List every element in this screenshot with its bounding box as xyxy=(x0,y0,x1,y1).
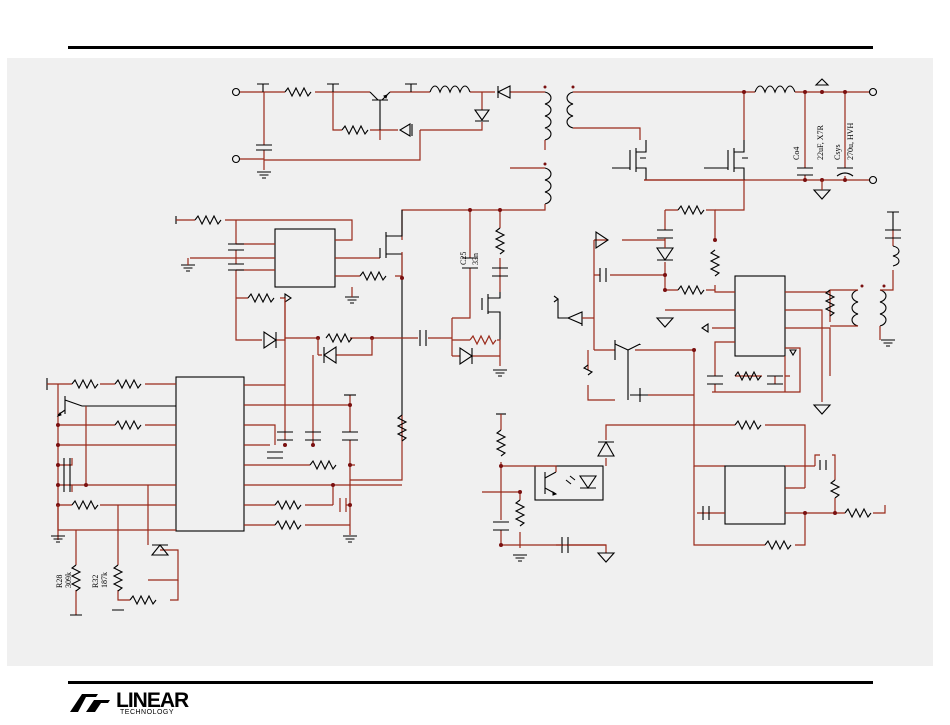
input-terminal-plus xyxy=(233,89,240,96)
sync-controller-ic xyxy=(735,276,785,356)
clamp-mosfet xyxy=(482,292,500,340)
transformer xyxy=(402,86,755,241)
error-amp-ic xyxy=(725,466,785,524)
r28-ref-label: R28 xyxy=(55,575,64,588)
r32-resistor xyxy=(114,565,122,591)
sync-bjt xyxy=(615,340,640,400)
co4-ref-label: Co4 xyxy=(792,147,801,160)
input-bjt xyxy=(58,396,176,415)
startup-resistor xyxy=(342,126,368,134)
feedback-diode xyxy=(598,442,614,456)
feedback-diode-top xyxy=(400,124,412,136)
lt-logo-icon xyxy=(68,690,112,716)
output-flag-icon xyxy=(816,79,828,85)
main-switch-mosfet xyxy=(380,210,402,440)
feedback-section xyxy=(482,414,885,562)
sync-mosfet-2 xyxy=(704,140,744,180)
input-capacitor xyxy=(256,145,272,150)
output-terminal-plus xyxy=(870,89,877,96)
input-section xyxy=(233,84,547,178)
controller-ic xyxy=(176,377,244,531)
clamp-diode xyxy=(475,110,489,121)
sync-diode-3 xyxy=(630,388,648,402)
primary-winding xyxy=(545,92,551,140)
co4-value-label: 22uF, X7R xyxy=(816,124,825,160)
secondary-winding xyxy=(567,92,573,128)
gate-diode xyxy=(324,347,336,363)
r28-resistor xyxy=(72,565,80,591)
co4-capacitor xyxy=(797,168,813,175)
r32-value-label: 187k xyxy=(100,572,109,588)
sync-mosfet-1 xyxy=(612,140,646,180)
csys-ref-label: Csys xyxy=(833,144,842,160)
input-terminal-minus xyxy=(233,156,240,163)
footer-rule xyxy=(68,681,873,684)
input-inductor xyxy=(430,86,470,92)
output-terminal-minus xyxy=(870,177,877,184)
clamp-diode-2 xyxy=(460,348,472,364)
sync-diode-1 xyxy=(657,248,673,260)
logo-subtitle: TECHNOLOGY xyxy=(120,709,174,716)
linear-technology-logo: LINEAR TECHNOLOGY xyxy=(68,690,178,718)
c25-value-label: 33n xyxy=(471,253,480,265)
input-resistor xyxy=(285,88,311,96)
output-inductor xyxy=(755,86,795,92)
c25-ref-label: C25 xyxy=(459,252,468,265)
csys-value-label: 270u, HVH xyxy=(846,122,855,160)
startup-transistor xyxy=(370,92,390,130)
gate-transformer-secondary xyxy=(880,290,886,326)
r28-value-label: 309k xyxy=(64,572,73,588)
bias-diode xyxy=(264,332,276,348)
aux-winding xyxy=(545,168,551,204)
opto-zener xyxy=(568,312,582,326)
gate-transformer-primary xyxy=(852,290,858,326)
csys-capacitor xyxy=(837,168,853,176)
rectifier-diode-top xyxy=(498,86,510,98)
reset-inductor xyxy=(893,246,899,266)
pwm-ic xyxy=(275,229,335,287)
coupling-capacitor xyxy=(420,330,426,346)
r32-ref-label: R32 xyxy=(91,575,100,588)
output-section: Co4 22uF, X7R Csys 270u, HVH xyxy=(612,79,877,210)
lower-controller: R28 309k R32 187k xyxy=(47,298,402,615)
